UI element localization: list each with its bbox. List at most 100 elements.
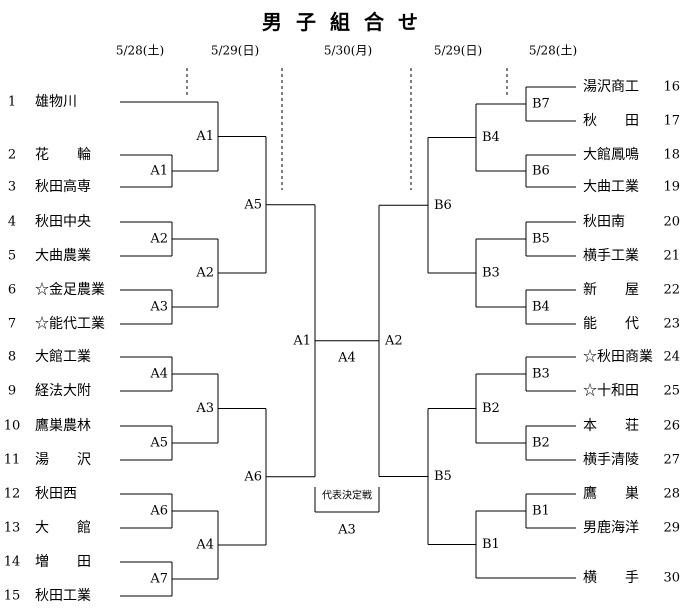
seed-number: 26 — [663, 419, 680, 434]
team-name: 経法大附 — [35, 383, 91, 399]
seed-number: 17 — [663, 114, 680, 129]
game-label: A2 — [384, 333, 403, 348]
team-name: 大館鳳鳴 — [583, 146, 639, 163]
seed-number: 8 — [8, 350, 16, 365]
team-name: 湯沢商工 — [583, 78, 639, 95]
team-name: 鷹巣農林 — [35, 418, 91, 434]
seed-number: 4 — [8, 215, 16, 230]
game-label: B6 — [532, 164, 550, 179]
team-name: 秋田西 — [35, 486, 77, 502]
game-label: B2 — [482, 401, 500, 416]
seed-number: 23 — [663, 317, 680, 332]
team-name: 秋田南 — [583, 214, 625, 230]
seed-number: 15 — [4, 589, 21, 604]
seed-number: 3 — [8, 180, 16, 195]
game-label: A1 — [292, 333, 311, 348]
game-label: B2 — [532, 436, 550, 451]
team-name: 本 荘 — [583, 418, 639, 434]
seed-number: 21 — [663, 249, 680, 264]
seed-number: 18 — [663, 148, 680, 163]
game-label: A6 — [243, 469, 262, 484]
seed-number: 2 — [8, 148, 16, 163]
final-label: A4 — [337, 350, 356, 365]
seed-number: 28 — [663, 487, 680, 502]
game-label: A2 — [149, 232, 168, 247]
seed-number: 16 — [663, 80, 680, 95]
seed-number: 19 — [663, 180, 680, 195]
seed-number: 30 — [663, 571, 680, 586]
team-name: ☆十和田 — [583, 383, 639, 399]
team-name: 横手清陵 — [583, 452, 639, 468]
game-label: B3 — [482, 266, 500, 281]
team-name: 男鹿海洋 — [583, 519, 639, 536]
team-name: 花 輪 — [35, 146, 91, 163]
seed-number: 20 — [663, 215, 680, 230]
game-label: A5 — [243, 197, 262, 212]
seed-number: 6 — [8, 283, 16, 298]
seed-number: 10 — [4, 419, 21, 434]
game-label: B4 — [532, 300, 550, 315]
game-label: B3 — [532, 367, 550, 382]
game-label: B4 — [482, 130, 500, 145]
game-label: B1 — [532, 504, 550, 519]
team-name: 増 田 — [35, 554, 91, 570]
game-label: A6 — [149, 504, 168, 519]
date-right-round1: 5/28(土) — [529, 44, 577, 58]
team-name: 能 代 — [583, 316, 639, 332]
date-left-round1: 5/28(土) — [116, 44, 164, 58]
seed-number: 12 — [4, 487, 21, 502]
date-left-round2: 5/29(日) — [211, 44, 259, 58]
game-label: A1 — [149, 164, 168, 179]
playoff-note: 代表決定戦 — [322, 489, 372, 502]
team-name: ☆金足農業 — [35, 282, 105, 298]
seed-number: 29 — [663, 521, 680, 536]
team-name: 雄物川 — [35, 94, 77, 110]
team-name: 湯 沢 — [35, 451, 91, 468]
team-name: ☆秋田商業 — [583, 349, 653, 365]
date-right-round2: 5/29(日) — [434, 44, 482, 58]
team-name: 横手工業 — [583, 248, 639, 264]
bracket-lines — [120, 68, 576, 597]
team-name: 大館工業 — [35, 348, 91, 365]
page-title: 男子組合せ — [262, 10, 432, 34]
seed-number: 1 — [8, 95, 16, 110]
team-name: 秋 田 — [583, 113, 639, 129]
team-name: 秋田工業 — [35, 588, 91, 604]
game-label: A3 — [195, 401, 214, 416]
game-label: A7 — [149, 572, 168, 587]
game-label: B6 — [434, 198, 452, 213]
game-label: B5 — [532, 232, 550, 247]
team-name: 大曲工業 — [583, 179, 639, 195]
seed-number: 7 — [8, 317, 16, 332]
game-label: B1 — [482, 537, 500, 552]
game-label: A4 — [149, 367, 168, 382]
seed-number: 22 — [663, 283, 680, 298]
game-label: B7 — [532, 97, 550, 112]
playoff-label: A3 — [337, 523, 356, 538]
team-name: 大 館 — [35, 519, 91, 536]
game-label: A4 — [195, 538, 214, 553]
seed-number: 5 — [8, 249, 16, 264]
seed-number: 9 — [8, 384, 16, 399]
seed-number: 14 — [4, 555, 21, 570]
seed-number: 24 — [663, 350, 680, 365]
game-label: A5 — [149, 436, 168, 451]
date-final: 5/30(月) — [324, 44, 372, 58]
team-name: 大曲農業 — [35, 248, 91, 264]
seed-number: 27 — [663, 453, 680, 468]
seed-number: 11 — [4, 453, 21, 468]
game-label: A2 — [195, 266, 214, 281]
team-name: 秋田高専 — [35, 178, 91, 195]
team-name: 秋田中央 — [35, 214, 91, 230]
seed-number: 25 — [663, 384, 680, 399]
seed-number: 13 — [4, 521, 21, 536]
team-name: 鷹 巣 — [583, 486, 639, 502]
team-name: ☆能代工業 — [35, 316, 105, 332]
game-label: A1 — [195, 129, 214, 144]
bracket-labels: 5/28(土) 5/29(日) 5/30(月) 5/29(日) 5/28(土) 1 雄物川 2… — [4, 44, 680, 605]
team-name: 新 屋 — [583, 282, 639, 298]
team-name: 横 手 — [583, 570, 639, 586]
game-label: A3 — [149, 300, 168, 315]
game-label: B5 — [434, 469, 452, 484]
